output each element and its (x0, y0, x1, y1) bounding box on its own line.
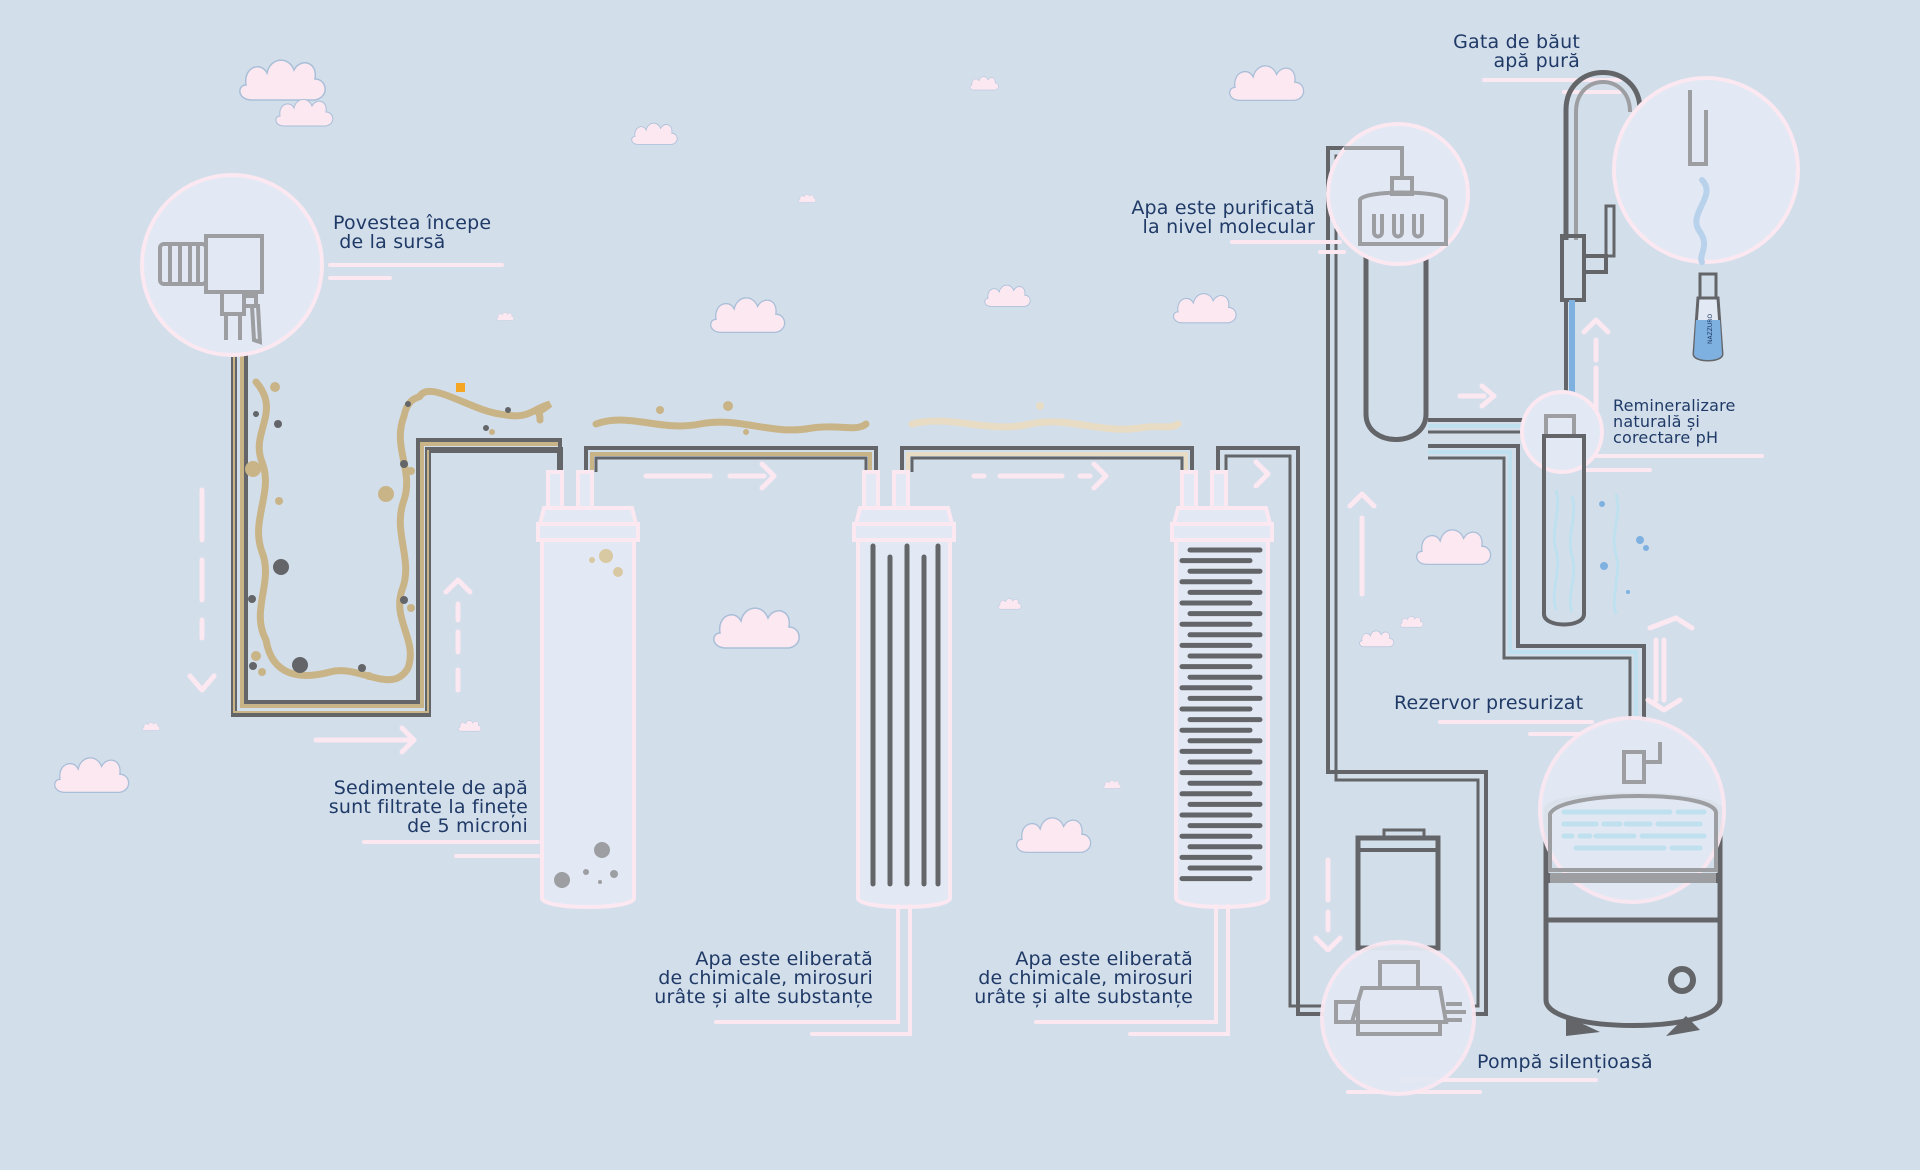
label-line: Apa este purificată (1131, 197, 1315, 219)
label-line: Apa este eliberată (1015, 948, 1193, 970)
label-faucet: Gata de băut apă pură (1400, 33, 1580, 71)
arrow-right-icon (1091, 461, 1109, 491)
label-line: urâte și alte substanțe (654, 986, 873, 1008)
label-source: Povestea începe de la sursă (333, 214, 491, 252)
cloud-icon (496, 312, 514, 321)
cloud-icon (275, 98, 334, 127)
label-line: sunt filtrate la finețe (328, 796, 528, 818)
arrow-down-icon (1645, 697, 1683, 713)
cloud-icon (631, 122, 678, 145)
cloud-icon (1359, 630, 1394, 648)
cloud-icon (458, 720, 482, 732)
cloud-icon (798, 194, 816, 203)
cloud-icon (54, 757, 130, 794)
water-bottle: NAZZURO (1692, 272, 1724, 362)
label-line: la nivel molecular (1142, 216, 1315, 238)
cloud-icon (984, 284, 1031, 307)
arrow-down-icon (187, 673, 217, 693)
label-sediment: Sedimentele de apă sunt filtrate la fine… (300, 779, 528, 836)
label-line: naturală și (1613, 412, 1701, 431)
inlet-pipe (231, 340, 563, 717)
ro-membrane (1326, 122, 1470, 442)
arrow-up-icon (1581, 317, 1611, 335)
remineralization-filter (1520, 390, 1649, 627)
arrow-up-icon (1347, 491, 1377, 509)
cloud-icon (1416, 529, 1492, 566)
label-line: Povestea începe (333, 212, 492, 234)
marker-square (456, 383, 465, 392)
pressurized-tank (1538, 716, 1726, 1036)
label-leader-lines (328, 78, 1764, 1094)
cloud-icon (1400, 616, 1424, 628)
label-line: de chimicale, mirosuri (978, 967, 1193, 989)
label-line: de 5 microni (407, 815, 528, 837)
label-pump: Pompă silențioasă (1477, 1053, 1653, 1072)
label-line: Gata de băut (1453, 31, 1580, 53)
label-line: urâte și alte substanțe (974, 986, 1193, 1008)
label-line: de la sursă (333, 231, 446, 253)
source-valve (140, 173, 324, 357)
cloud-icon (998, 598, 1022, 610)
label-tank: Rezervor presurizat (1394, 694, 1583, 713)
label-line: de chimicale, mirosuri (658, 967, 873, 989)
label-line: Rezervor presurizat (1394, 692, 1584, 714)
label-line: apă pură (1493, 50, 1580, 72)
cloud-icon (1016, 817, 1092, 854)
carbon-cartridge-2 (1170, 470, 1274, 909)
label-line: Sedimentele de apă (333, 777, 528, 799)
connecting-pipes (584, 146, 1646, 1016)
arrow-right-icon (759, 461, 777, 491)
cloud-icon (1172, 293, 1237, 324)
arrow-right-icon (399, 725, 417, 755)
cloud-icon (142, 722, 160, 731)
cloud-icon (1229, 65, 1305, 102)
cloud-icon (969, 76, 999, 91)
carbon-cartridge-1 (852, 470, 956, 909)
label-line: corectare pH (1613, 428, 1719, 447)
label-remineralization: Remineralizare naturală și corectare pH (1613, 398, 1736, 446)
cloud-icon (710, 297, 786, 334)
cloud-icon (1103, 780, 1121, 789)
label-line: Pompă silențioasă (1477, 1051, 1653, 1073)
label-carbon-2: Apa este eliberată de chimicale, mirosur… (940, 950, 1193, 1007)
cloud-icon (239, 59, 326, 101)
arrow-up-icon (1647, 615, 1695, 631)
booster-pump (1320, 828, 1476, 1096)
flow-arrows (187, 317, 1695, 953)
label-line: Remineralizare (1613, 396, 1736, 415)
arrow-right-icon (1253, 459, 1271, 489)
arrow-up-icon (443, 577, 473, 595)
faucet (1560, 70, 1800, 416)
bottle-brand-label: NAZZURO (1707, 314, 1714, 344)
label-carbon-1: Apa este eliberată de chimicale, mirosur… (620, 950, 873, 1007)
arrow-right-icon (1479, 383, 1497, 409)
arrow-down-icon (1313, 935, 1343, 953)
sediment-cartridge (536, 470, 640, 909)
label-line: Apa este eliberată (695, 948, 873, 970)
cloud-icon (713, 607, 800, 649)
dirty-water-stream (245, 378, 1182, 684)
label-membrane: Apa este purificată la nivel molecular (1080, 199, 1315, 237)
